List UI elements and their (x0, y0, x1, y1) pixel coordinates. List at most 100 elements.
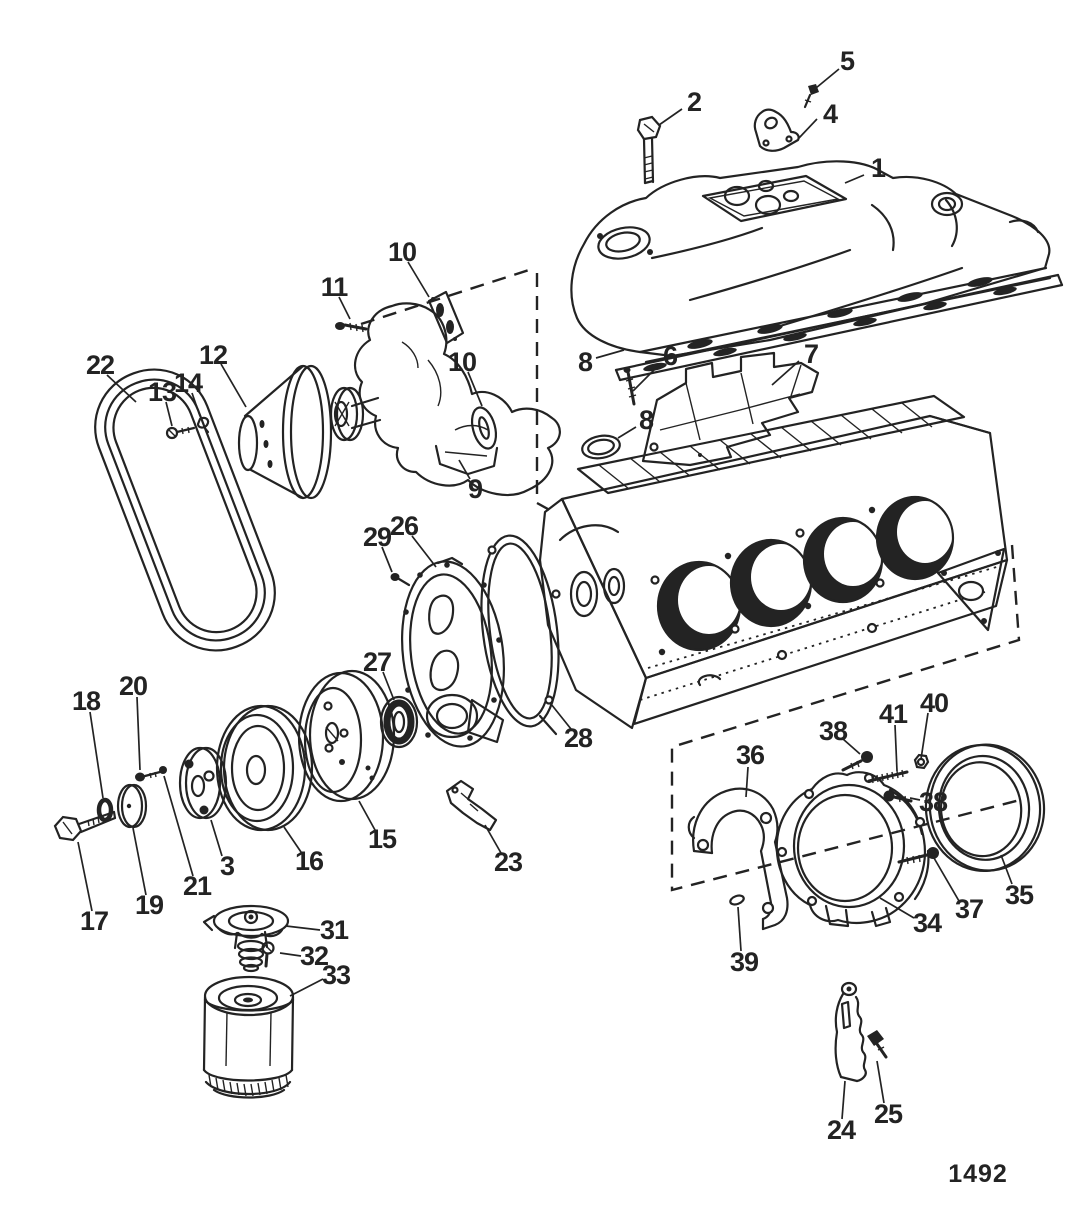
callout-number-32: 32 (300, 941, 328, 971)
washer-19 (116, 783, 148, 829)
callout-31-31: 31 (285, 915, 350, 945)
callout-leader-38 (842, 738, 861, 755)
callout-leader-35 (1000, 854, 1013, 885)
washer-18 (96, 797, 114, 823)
retainer-bolt-38b (883, 790, 913, 804)
callout-leader-14 (191, 392, 201, 417)
callout-36-36: 36 (736, 740, 766, 798)
callout-number-40: 40 (920, 688, 948, 718)
thermostat-housing-opening (597, 226, 653, 260)
callout-number-37: 37 (955, 894, 983, 924)
timing-cover-gasket (480, 534, 561, 736)
callout-34-34: 34 (879, 897, 943, 938)
crankshaft-front-seal (379, 695, 419, 749)
timing-cover (400, 556, 506, 748)
callout-28-29: 28 (550, 703, 594, 753)
callout-10-10: 10 (388, 237, 430, 298)
callout-leader-40 (920, 712, 929, 760)
callout-leader-8 (595, 349, 625, 359)
callout-number-33: 33 (322, 960, 351, 990)
callout-11-12: 11 (321, 272, 351, 320)
manifold-stud (623, 367, 637, 406)
callout-16-17: 16 (283, 826, 325, 876)
callout-32-32: 32 (279, 941, 329, 971)
callout-leader-31 (285, 925, 321, 931)
callout-number-38: 38 (819, 716, 848, 746)
callout-21-22: 21 (163, 775, 213, 901)
callout-number-34: 34 (913, 908, 942, 938)
callout-38-38: 38 (819, 716, 861, 755)
callout-number-21: 21 (183, 871, 212, 901)
callout-leader-6 (632, 363, 661, 392)
callout-number-7: 7 (804, 339, 818, 369)
water-pump-gasket-lower (470, 406, 498, 450)
callout-number-9: 9 (468, 474, 483, 504)
callout-number-2: 2 (687, 87, 701, 117)
callout-number-38: 38 (919, 787, 948, 817)
rear-seal-assembly-guide-dashed (670, 544, 1021, 892)
intake-manifold (570, 160, 1052, 364)
pulley-hub (178, 746, 228, 820)
callout-number-16: 16 (295, 846, 324, 876)
callout-leader-37 (933, 857, 960, 902)
callout-leader-19 (132, 827, 147, 896)
callout-10-11: 10 (448, 347, 483, 407)
callout-18-19: 18 (72, 686, 104, 799)
callout-8-8: 8 (617, 405, 655, 439)
callout-12-13: 12 (199, 340, 247, 408)
callout-33-33: 33 (289, 960, 352, 997)
callout-20-21: 20 (119, 671, 148, 771)
lifting-bracket-4 (753, 108, 800, 152)
callout-number-13: 13 (148, 377, 177, 407)
dowel-pin-39 (729, 894, 745, 906)
rear-main-seal (924, 743, 1046, 873)
callout-number-8: 8 (639, 405, 654, 435)
callout-number-6: 6 (663, 341, 678, 371)
callout-number-19: 19 (135, 890, 164, 920)
callout-leader-8 (617, 426, 637, 439)
crankshaft-pulley-damper (297, 669, 396, 803)
callout-leader-9 (458, 459, 471, 480)
callout-27-28: 27 (363, 647, 395, 701)
callout-number-20: 20 (119, 671, 147, 701)
pulley-shroud-cone (237, 364, 333, 500)
pulley-bolt-17 (53, 810, 117, 842)
callout-13-14: 13 (148, 377, 178, 427)
callout-leader-10 (467, 371, 483, 407)
callout-leader-12 (220, 363, 247, 408)
callout-number-8: 8 (578, 347, 593, 377)
water-pump (329, 302, 561, 497)
callout-25-26: 25 (874, 1060, 904, 1129)
callout-number-1: 1 (871, 153, 886, 183)
callout-leader-17 (77, 841, 93, 912)
thermostat-bolt (261, 941, 275, 968)
callout-leader-11 (338, 296, 351, 320)
callout-7-6: 7 (771, 339, 819, 386)
callout-22-23: 22 (86, 350, 137, 403)
callout-leader-4 (798, 118, 818, 139)
rear-seal-gasket (687, 787, 789, 931)
callout-leader-21 (163, 775, 194, 877)
callout-leader-28 (550, 703, 572, 730)
callout-leader-41 (894, 724, 898, 772)
manifold-gasket (614, 273, 1064, 382)
callout-1-0: 1 (844, 153, 887, 184)
callout-24-25: 24 (827, 1080, 857, 1145)
timing-cover-screw (390, 573, 411, 587)
callout-leader-27 (382, 671, 395, 701)
callout-leader-39 (737, 906, 742, 952)
callout-number-11: 11 (321, 272, 349, 302)
callout-leader-7 (771, 360, 800, 386)
retainer-stud-41 (867, 769, 909, 784)
callout-40-41: 40 (920, 688, 949, 760)
callout-leader-16 (283, 826, 302, 853)
retainer-bolt-37 (897, 847, 939, 865)
accessory-pulley (215, 704, 314, 832)
callout-number-3: 3 (220, 851, 235, 881)
callout-leader-25 (876, 1060, 885, 1104)
callout-number-18: 18 (72, 686, 101, 716)
water-pump-gasket-upper (427, 290, 465, 345)
callout-number-22: 22 (86, 350, 114, 380)
